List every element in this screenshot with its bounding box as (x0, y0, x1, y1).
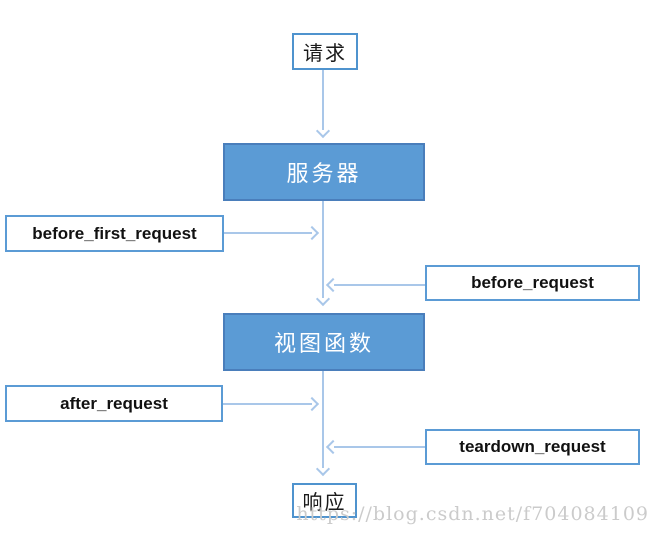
hook-teardown-request: teardown_request (425, 429, 640, 465)
arrowhead-left-icon (325, 439, 341, 455)
hook-before-first-request: before_first_request (5, 215, 224, 252)
arrowhead-down-icon (315, 291, 331, 307)
arrowhead-down-icon (315, 461, 331, 477)
connector-request-to-server (322, 70, 324, 130)
connector-view-to-response (322, 371, 324, 468)
arrowhead-right-icon (304, 396, 320, 412)
connector-teardown-request (334, 446, 425, 448)
watermark-url: https://blog.csdn.net/f704084109 (296, 503, 649, 525)
connector-after-request (223, 403, 312, 405)
hook-after-request: after_request (5, 385, 223, 422)
connector-server-to-view (322, 201, 324, 298)
connector-before-first-request (224, 232, 312, 234)
arrowhead-left-icon (325, 277, 341, 293)
connector-before-request (334, 284, 425, 286)
arrowhead-right-icon (304, 225, 320, 241)
node-response: 响应 (292, 483, 357, 518)
arrowhead-down-icon (315, 123, 331, 139)
node-request: 请求 (292, 33, 358, 70)
node-server: 服务器 (223, 143, 425, 201)
hook-before-request: before_request (425, 265, 640, 301)
node-view-function: 视图函数 (223, 313, 425, 371)
